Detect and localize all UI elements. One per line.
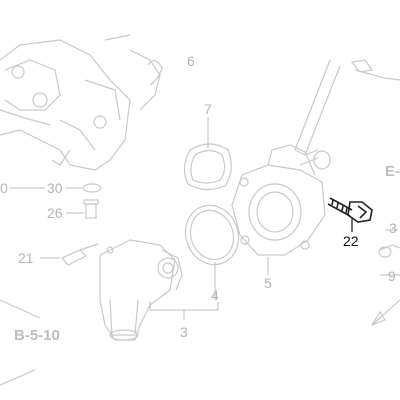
part-number-partial-left: 0 — [0, 180, 8, 196]
coolant-pipe — [294, 59, 400, 156]
part-number-21: 21 — [18, 250, 34, 266]
bolt-22-highlighted — [327, 197, 373, 223]
part-number-4: 4 — [211, 287, 219, 303]
thermostat-cover-3 — [99, 239, 183, 341]
part-number-30: 30 — [47, 180, 63, 196]
thermostat-housing-5 — [231, 144, 331, 256]
part-number-3: 3 — [180, 324, 188, 340]
o-ring-4 — [184, 204, 240, 266]
part-number-6: 6 — [187, 53, 195, 69]
right-fittings — [370, 244, 400, 327]
part-number-partial-right-3: 3 — [389, 220, 397, 236]
part-number-partial-right-9: 9 — [388, 268, 396, 284]
part-number-26: 26 — [47, 205, 63, 221]
gasket-7 — [183, 143, 232, 191]
part-number-5: 5 — [264, 275, 272, 291]
bolt-21 — [61, 243, 99, 266]
lower-left-arrow — [0, 299, 41, 386]
curved-hose — [147, 60, 163, 86]
part-number-7: 7 — [204, 101, 212, 117]
washer-30 — [82, 183, 102, 193]
part-number-22: 22 — [343, 233, 359, 249]
reference-e-partial: E- — [385, 163, 400, 180]
leader-lines — [10, 117, 398, 320]
plug-26 — [83, 199, 99, 219]
engine-bracket-assembly — [0, 34, 161, 171]
reference-b-5-10: B-5-10 — [14, 327, 60, 344]
